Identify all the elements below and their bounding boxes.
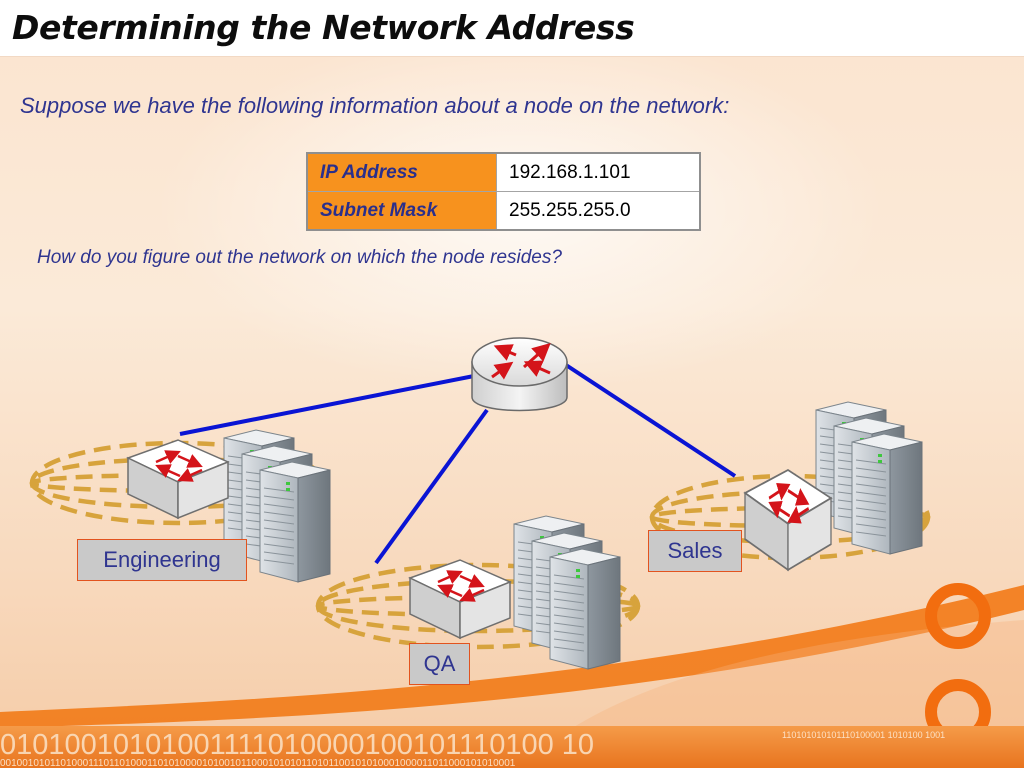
link-qa bbox=[374, 408, 489, 565]
switch-icon bbox=[410, 560, 510, 638]
table-row: Subnet Mask 255.255.255.0 bbox=[306, 191, 701, 231]
link-sales bbox=[564, 363, 737, 478]
binary-bottom: 0010010101101000111011010001101010000101… bbox=[0, 758, 516, 768]
orange-swoosh bbox=[0, 585, 1024, 728]
server-icon bbox=[815, 401, 923, 555]
sales-label: Sales bbox=[648, 530, 742, 572]
node-info-table: IP Address 192.168.1.101 Subnet Mask 255… bbox=[306, 152, 701, 231]
table-row: IP Address 192.168.1.101 bbox=[306, 152, 701, 192]
qa-label: QA bbox=[409, 643, 470, 685]
title-bar: Determining the Network Address bbox=[0, 0, 1024, 57]
ip-address-value: 192.168.1.101 bbox=[496, 152, 701, 192]
slide-subtitle: Suppose we have the following informatio… bbox=[20, 93, 730, 118]
slide-title: Determining the Network Address bbox=[12, 8, 635, 47]
binary-large: 01010010101001111010000100101110100 10 bbox=[0, 729, 594, 761]
link-engineering bbox=[179, 374, 475, 436]
binary-small: 110101010101110100001 1010100 1001 bbox=[782, 730, 945, 740]
decor-ring-1 bbox=[925, 583, 991, 649]
subnet-mask-label: Subnet Mask bbox=[306, 191, 497, 231]
ip-address-label: IP Address bbox=[306, 152, 497, 192]
subnet-mask-value: 255.255.255.0 bbox=[496, 191, 701, 231]
question-text: How do you figure out the network on whi… bbox=[37, 247, 562, 268]
engineering-label: Engineering bbox=[77, 539, 247, 581]
network-links bbox=[179, 363, 737, 565]
router-icon bbox=[471, 337, 568, 412]
